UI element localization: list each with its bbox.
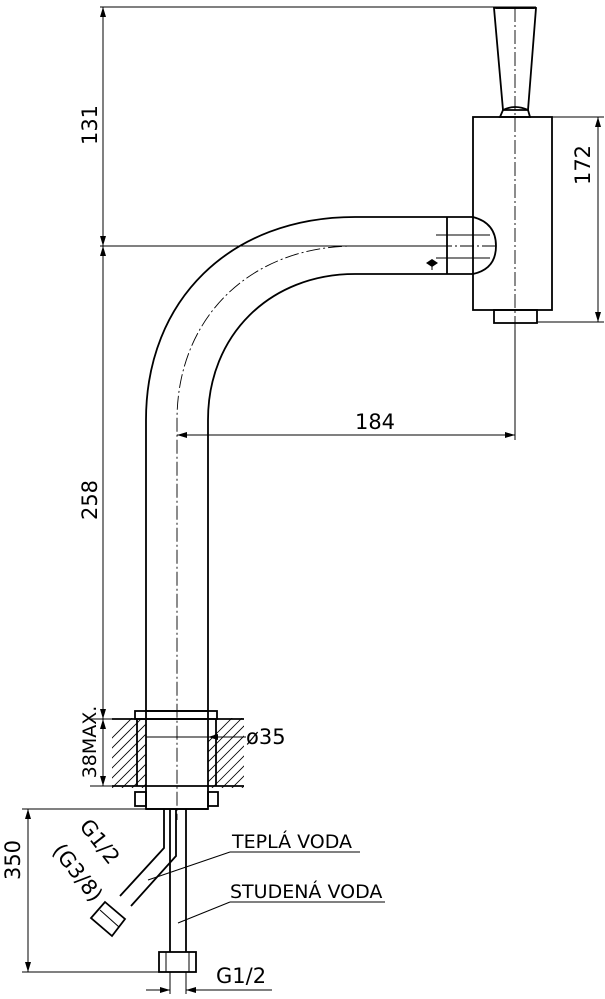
dim-tube-diameter: ø35 bbox=[246, 725, 286, 749]
valve-body bbox=[472, 8, 553, 330]
cold-thread-label: G1/2 bbox=[216, 964, 266, 988]
dim-head-height: 172 bbox=[571, 145, 595, 185]
hot-water-label: TEPLÁ VODA bbox=[231, 830, 352, 853]
dim-column-height: 258 bbox=[78, 480, 102, 520]
cold-water-label: STUDENÁ VODA bbox=[230, 880, 382, 903]
spout-arm bbox=[145, 216, 496, 820]
supply-hoses bbox=[89, 809, 197, 973]
dim-bottom-height: 350 bbox=[1, 840, 25, 880]
label-leaders bbox=[147, 851, 385, 924]
dim-top-height: 131 bbox=[78, 105, 102, 145]
dim-arm-reach: 184 bbox=[355, 410, 395, 434]
dimension-lines bbox=[22, 6, 604, 994]
dim-max-thickness: 38MAX. bbox=[79, 706, 101, 779]
